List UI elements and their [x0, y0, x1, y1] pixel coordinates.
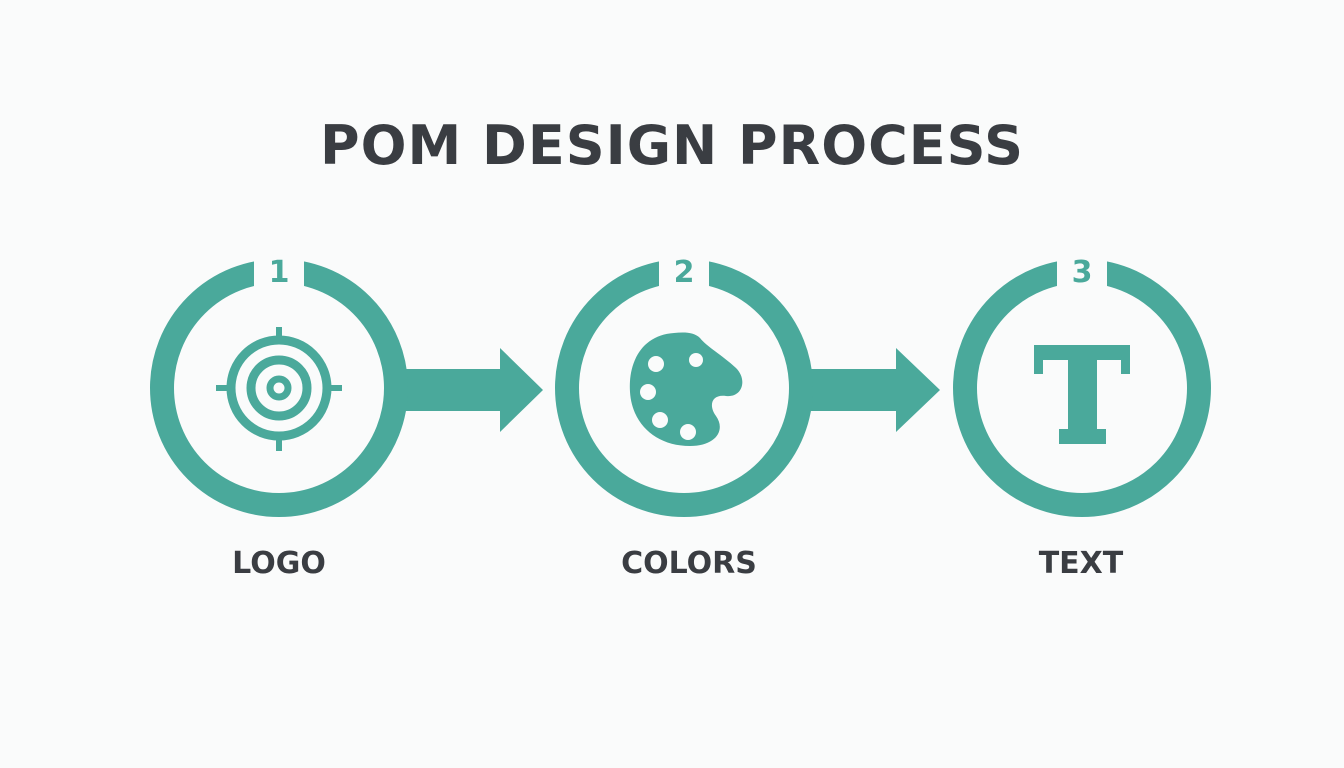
step-label-logo: LOGO: [232, 546, 326, 581]
target-icon: [216, 327, 342, 451]
step-number: 2: [674, 255, 695, 290]
step-number-gap: [1057, 250, 1107, 290]
step-ring: [150, 259, 408, 517]
page-title: POM DESIGN PROCESS: [320, 114, 1024, 177]
step-label-text: TEXT: [1038, 546, 1124, 581]
palette-icon: [629, 332, 743, 446]
step-3: 3: [953, 250, 1211, 517]
arrow-2-to-3: [806, 348, 940, 432]
step-2: 2: [555, 250, 813, 517]
step-number: 3: [1072, 255, 1093, 290]
step-number-gap: [659, 250, 709, 290]
arrow-1-to-2: [400, 348, 543, 432]
serif-letter-t-icon: [1034, 345, 1130, 444]
step-number-gap: [254, 250, 304, 290]
step-label-colors: COLORS: [621, 546, 757, 581]
step-number: 1: [269, 255, 290, 290]
step-1: 1: [150, 250, 408, 517]
